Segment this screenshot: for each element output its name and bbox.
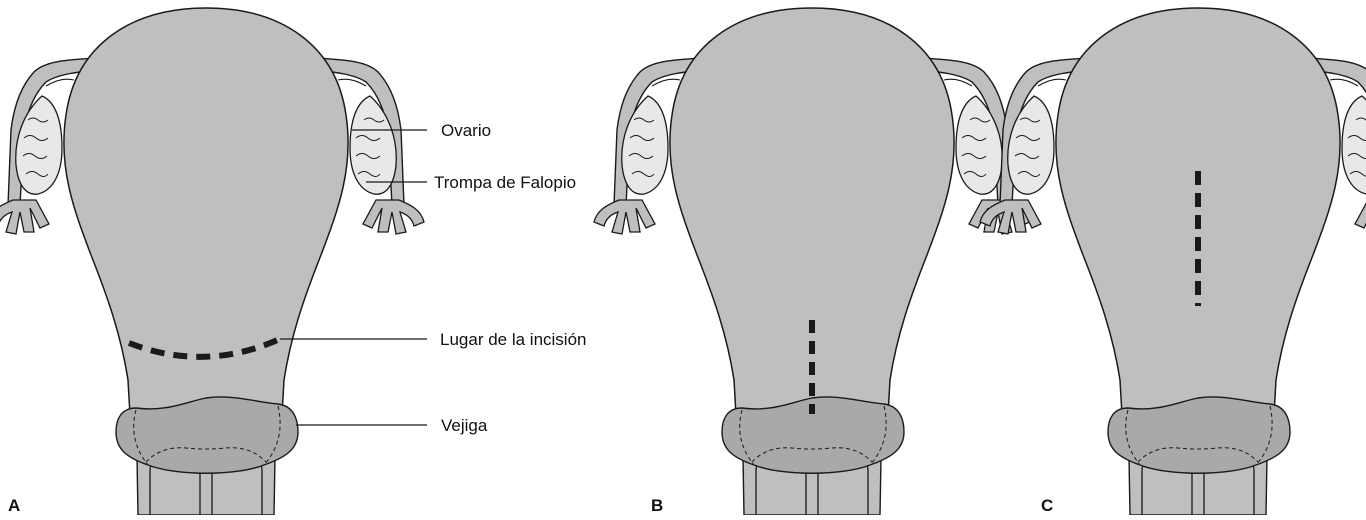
panel-letter-b: B (651, 496, 663, 515)
uterus-illustration-b (594, 8, 1030, 515)
uterus-illustration-c (980, 8, 1366, 515)
panel-c (980, 8, 1366, 515)
panel-b (594, 8, 1030, 515)
ovary-label: Ovario (441, 121, 491, 140)
bladder-label: Vejiga (441, 416, 488, 435)
panel-a (0, 8, 424, 515)
panel-letter-c: C (1041, 496, 1053, 515)
incision-site-label: Lugar de la incisión (440, 330, 586, 349)
uterus-illustration-a (0, 8, 424, 515)
panel-letter-a: A (8, 496, 20, 515)
fallopian-tube-label: Trompa de Falopio (434, 173, 576, 192)
